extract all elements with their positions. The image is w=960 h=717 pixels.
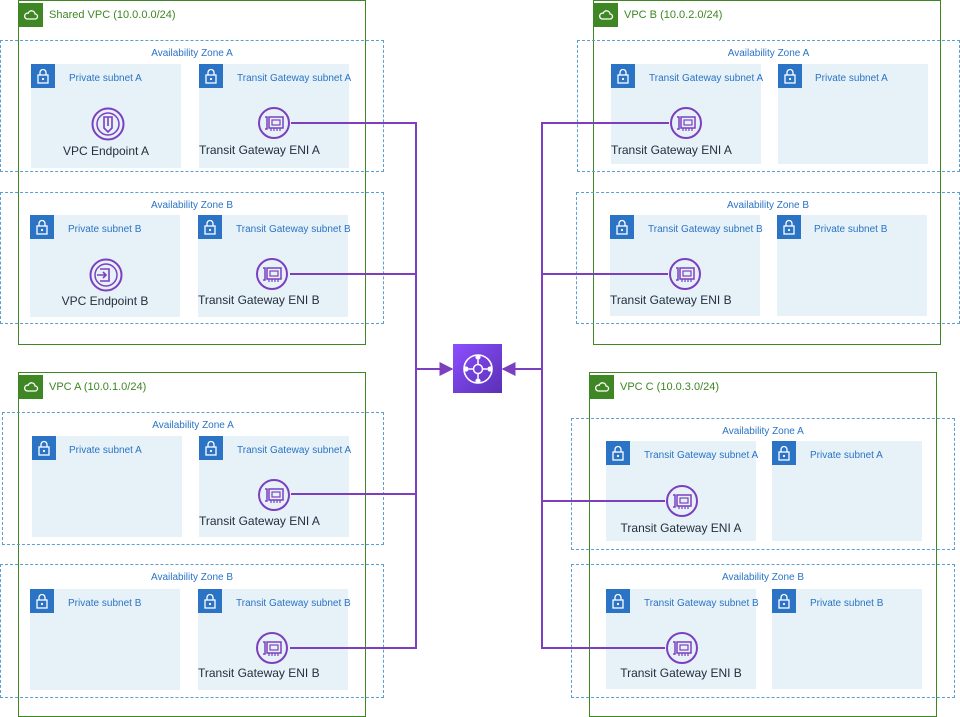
subnet-title: Transit Gateway subnet B — [236, 224, 351, 235]
network-interface-icon — [258, 107, 290, 139]
resource-label: Transit Gateway ENI B — [610, 293, 732, 307]
lock-icon — [32, 436, 56, 460]
tgw-subnet-b: Transit Gateway subnet B Transit Gateway… — [198, 215, 351, 317]
subnet-title: Transit Gateway subnet B — [236, 598, 351, 609]
tgw-subnet-a: Transit Gateway subnet A Transit Gateway… — [606, 441, 759, 541]
private-subnet-a: Private subnet A — [778, 64, 928, 164]
tgw-subnet-b: Transit Gateway subnet B Transit Gateway… — [198, 589, 351, 690]
tgw-subnet-a: Transit Gateway subnet A Transit Gateway… — [199, 64, 352, 168]
vpc-header: VPC B (10.0.2.0/24) — [594, 1, 940, 29]
vpc-title: VPC C (10.0.3.0/24) — [620, 381, 720, 393]
availability-zone-title: Availability Zone B — [150, 200, 234, 211]
subnet-title: Transit Gateway subnet A — [649, 73, 764, 84]
subnet-title: Transit Gateway subnet A — [237, 445, 352, 456]
subnet-title: Private subnet B — [814, 224, 888, 235]
network-interface-icon — [258, 479, 290, 511]
vpc-endpoint-icon — [89, 258, 123, 292]
network-interface-icon — [666, 485, 698, 517]
lock-icon — [606, 589, 630, 613]
lock-icon — [198, 215, 222, 239]
private-subnet-a: Private subnet A — [32, 436, 182, 537]
private-subnet-b: Private subnet B — [777, 215, 927, 316]
availability-zone-title: Availability Zone B — [721, 572, 805, 583]
network-interface-icon — [256, 258, 288, 290]
resource-label: Transit Gateway ENI A — [620, 521, 742, 535]
resource-label: Transit Gateway ENI A — [611, 143, 732, 157]
resource-label: Transit Gateway ENI A — [199, 514, 320, 528]
vpc-header: VPC C (10.0.3.0/24) — [590, 373, 936, 401]
transit-gateway-icon — [453, 344, 502, 393]
subnet-title: Transit Gateway subnet B — [644, 598, 759, 609]
private-subnet-a: Private subnet A VPC Endpoint A — [31, 64, 181, 168]
subnet-title: Private subnet A — [69, 73, 142, 84]
private-subnet-b: Private subnet B VPC Endpoint B — [30, 215, 180, 317]
resource-label: Transit Gateway ENI B — [198, 293, 320, 307]
lock-icon — [30, 215, 54, 239]
network-interface-icon — [669, 258, 701, 290]
vpc-header: VPC A (10.0.1.0/24) — [19, 373, 365, 401]
private-subnet-b: Private subnet B — [30, 589, 180, 690]
subnet-title: Private subnet A — [69, 445, 142, 456]
network-interface-icon — [670, 107, 702, 139]
lock-icon — [198, 589, 222, 613]
lock-icon — [777, 215, 801, 239]
vpc-title: VPC A (10.0.1.0/24) — [49, 381, 147, 393]
resource-label: VPC Endpoint B — [61, 294, 149, 308]
availability-zone-a: Availability Zone A — [0, 40, 384, 172]
lock-icon — [611, 64, 635, 88]
subnet-title: Private subnet A — [815, 73, 888, 84]
lock-icon — [199, 436, 223, 460]
vpc-title: VPC B (10.0.2.0/24) — [624, 9, 723, 21]
subnet-title: Transit Gateway subnet B — [648, 224, 763, 235]
tgw-subnet-b: Transit Gateway subnet B Transit Gateway… — [610, 215, 763, 316]
tgw-subnet-a: Transit Gateway subnet A Transit Gateway… — [611, 64, 764, 164]
subnet-title: Private subnet B — [810, 598, 884, 609]
subnet-title: Private subnet A — [810, 450, 883, 461]
availability-zone-title: Availability Zone B — [150, 572, 234, 583]
subnet-title: Private subnet B — [68, 224, 142, 235]
lock-icon — [772, 589, 796, 613]
resource-label: Transit Gateway ENI B — [198, 666, 320, 680]
subnet-title: Private subnet B — [68, 598, 142, 609]
lock-icon — [772, 441, 796, 465]
cloud-icon — [590, 375, 614, 399]
network-interface-icon — [666, 632, 698, 664]
lock-icon — [610, 215, 634, 239]
resource-label: Transit Gateway ENI A — [199, 143, 320, 157]
availability-zone-title: Availability Zone A — [152, 420, 234, 431]
tgw-subnet-a: Transit Gateway subnet A Transit Gateway… — [199, 436, 352, 537]
cloud-icon — [19, 3, 43, 27]
private-subnet-b: Private subnet B — [772, 589, 922, 689]
cloud-icon — [594, 3, 618, 27]
tgw-subnet-b: Transit Gateway subnet B Transit Gateway… — [606, 589, 759, 689]
private-subnet-a: Private subnet A — [772, 441, 922, 541]
lock-icon — [778, 64, 802, 88]
lock-icon — [199, 64, 223, 88]
availability-zone-title: Availability Zone B — [726, 200, 810, 211]
availability-zone-title: Availability Zone A — [727, 48, 810, 59]
lock-icon — [606, 441, 630, 465]
resource-label: VPC Endpoint A — [62, 144, 150, 158]
subnet-title: Transit Gateway subnet A — [237, 73, 352, 84]
lock-icon — [30, 589, 54, 613]
vpc-title: Shared VPC (10.0.0.0/24) — [49, 9, 176, 21]
subnet-title: Transit Gateway subnet A — [644, 450, 759, 461]
lock-icon — [31, 64, 55, 88]
network-interface-icon — [256, 632, 288, 664]
cloud-icon — [19, 375, 43, 399]
vpc-header: Shared VPC (10.0.0.0/24) — [19, 1, 365, 29]
availability-zone-title: Availability Zone A — [722, 426, 804, 437]
resource-label: Transit Gateway ENI B — [620, 666, 742, 680]
availability-zone-title: Availability Zone A — [151, 48, 233, 59]
vpc-endpoint-icon — [91, 107, 125, 141]
